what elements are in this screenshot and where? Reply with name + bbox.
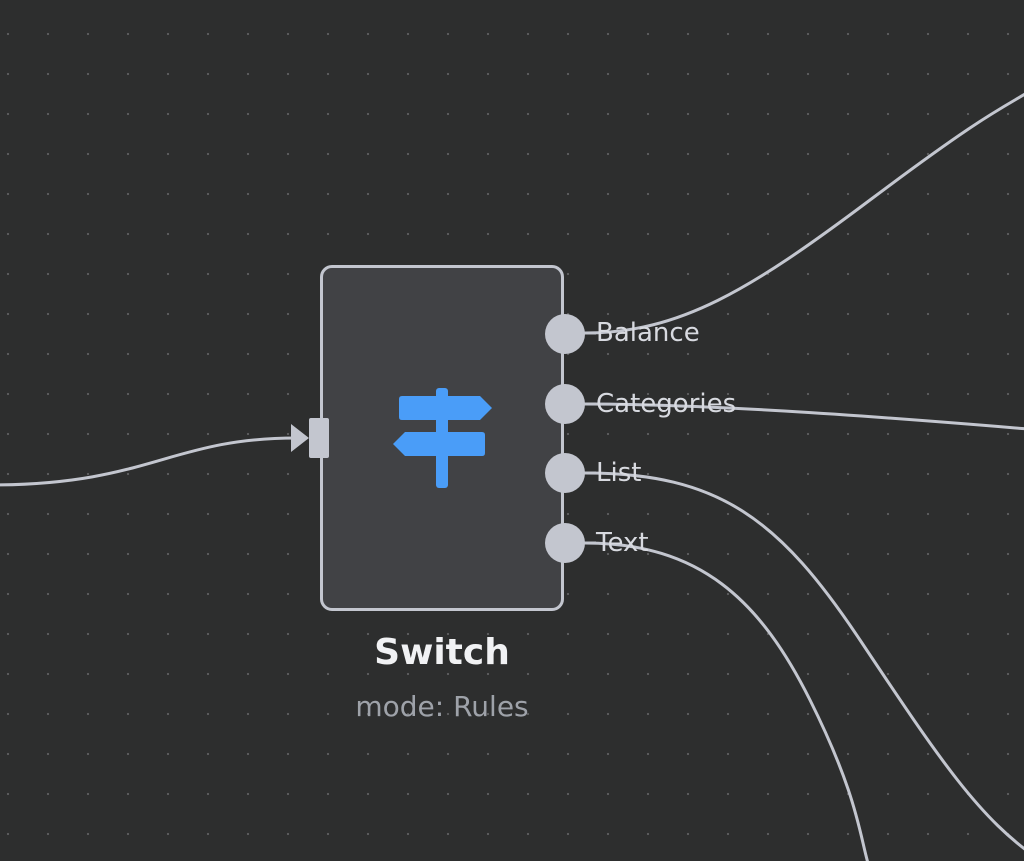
input-handle[interactable]	[309, 418, 329, 458]
output-handle-balance[interactable]	[545, 314, 585, 354]
signpost-icon	[393, 388, 492, 488]
input-arrow-icon	[291, 424, 309, 452]
output-label-text: Text	[596, 528, 649, 558]
connection-categories[interactable]	[584, 402, 1024, 431]
connection-balance[interactable]	[584, 85, 1024, 335]
node-title: Switch	[374, 632, 510, 673]
output-label-categories: Categories	[596, 389, 737, 419]
output-label-list: List	[596, 458, 642, 488]
connection-list[interactable]	[584, 471, 1024, 860]
output-label-balance: Balance	[596, 318, 700, 348]
connection-text[interactable]	[584, 541, 870, 861]
output-handle-categories[interactable]	[545, 384, 585, 424]
node-subtitle: mode: Rules	[355, 690, 529, 723]
output-handle-list[interactable]	[545, 453, 585, 493]
connection-input[interactable]	[0, 436, 297, 487]
output-handle-text[interactable]	[545, 523, 585, 563]
